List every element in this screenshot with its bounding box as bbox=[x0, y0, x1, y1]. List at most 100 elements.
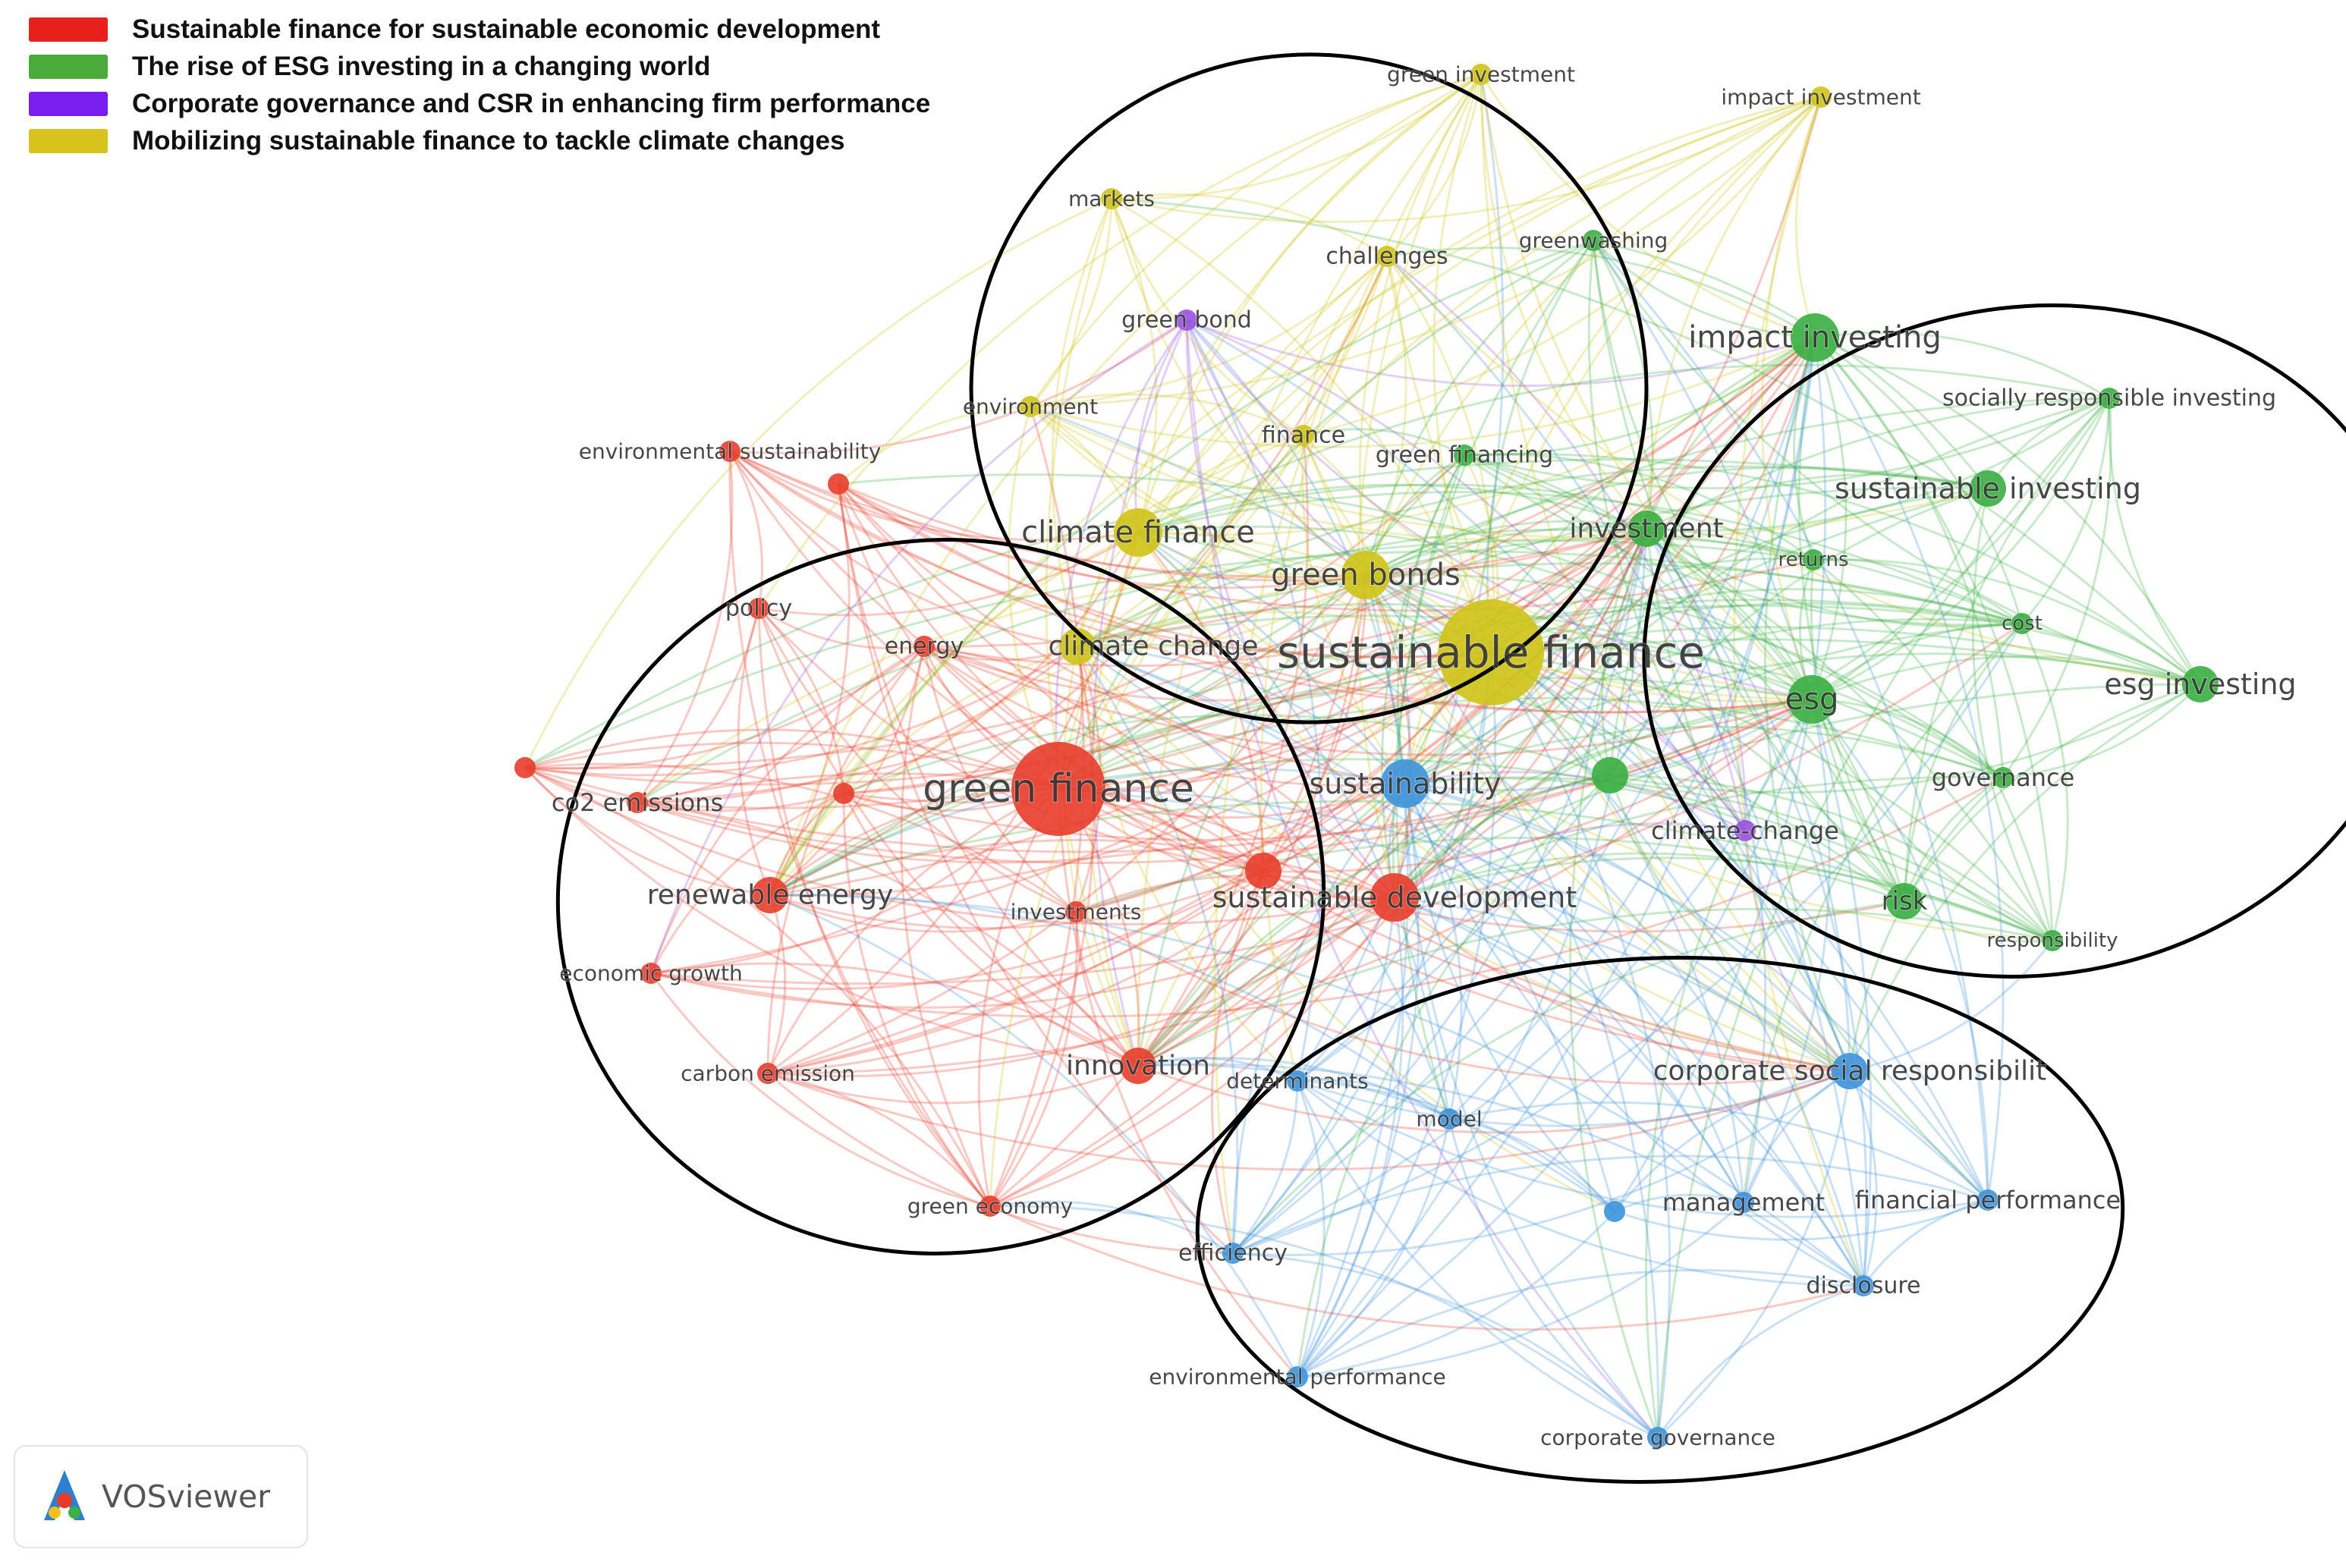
node-socially-responsible-investing[interactable] bbox=[2099, 388, 2120, 409]
node-red-unlabeled-2[interactable] bbox=[514, 757, 536, 778]
network-edge bbox=[1301, 435, 1407, 784]
node-green-economy[interactable] bbox=[980, 1196, 1001, 1217]
network-edge bbox=[1296, 1080, 1659, 1439]
network-edge bbox=[769, 73, 1482, 896]
node-green-investment[interactable] bbox=[1470, 64, 1492, 85]
node-policy[interactable] bbox=[748, 598, 769, 619]
node-investment[interactable] bbox=[1628, 511, 1665, 547]
node-green-finance[interactable] bbox=[1011, 742, 1105, 836]
node-impact-investing[interactable] bbox=[1791, 313, 1839, 362]
network-edge bbox=[1137, 683, 2201, 1067]
network-edge bbox=[1448, 337, 1816, 1120]
node-esg-investing[interactable] bbox=[2182, 666, 2219, 702]
network-edge bbox=[2108, 397, 2202, 685]
network-edge bbox=[1480, 74, 1813, 701]
network-edge bbox=[1365, 520, 1647, 577]
node-challenges[interactable] bbox=[1376, 246, 1398, 267]
node-innovation[interactable] bbox=[1120, 1048, 1156, 1084]
node-sustainability[interactable] bbox=[1381, 759, 1429, 808]
node-returns[interactable] bbox=[1803, 549, 1824, 570]
node-green-financing[interactable] bbox=[1454, 445, 1475, 466]
node-blue-unlabeled-1[interactable] bbox=[1604, 1201, 1625, 1222]
node-climate-finance[interactable] bbox=[1114, 508, 1162, 557]
node-green-unlabeled-1[interactable] bbox=[1592, 757, 1628, 793]
network-edge bbox=[1903, 397, 2111, 902]
node-risk[interactable] bbox=[1886, 883, 1923, 919]
network-edge bbox=[769, 894, 1299, 1378]
node-co2-emissions[interactable] bbox=[627, 792, 648, 813]
node-green-bonds[interactable] bbox=[1341, 551, 1390, 599]
node-red-unlabeled-3[interactable] bbox=[833, 783, 854, 804]
node-cost[interactable] bbox=[2011, 613, 2033, 634]
network-edge bbox=[524, 645, 1078, 777]
network-edge bbox=[1903, 776, 2004, 902]
network-edge bbox=[1592, 240, 1813, 701]
network-edge bbox=[1385, 256, 1495, 653]
node-red-unlabeled-1[interactable] bbox=[828, 473, 849, 495]
network-edge bbox=[1645, 96, 1822, 529]
node-energy[interactable] bbox=[914, 636, 935, 657]
network-edge bbox=[1813, 337, 2054, 941]
network-edge bbox=[637, 608, 760, 804]
legend-item: The rise of ESG investing in a changing … bbox=[29, 48, 930, 85]
node-climate-change[interactable] bbox=[1059, 628, 1096, 665]
network-edge bbox=[1645, 528, 1868, 1287]
node-environment[interactable] bbox=[1020, 396, 1041, 417]
network-edge bbox=[1030, 405, 1647, 542]
node-impact-investment[interactable] bbox=[1810, 86, 1832, 108]
node-disclosure[interactable] bbox=[1853, 1275, 1874, 1296]
node-investments[interactable] bbox=[1065, 901, 1087, 922]
node-sustainable-development[interactable] bbox=[1370, 873, 1419, 922]
network-edge bbox=[1058, 626, 2201, 790]
network-edge bbox=[1592, 239, 1989, 1201]
network-edge bbox=[989, 1205, 1659, 1439]
node-management[interactable] bbox=[1733, 1192, 1754, 1213]
network-edge bbox=[728, 451, 1851, 1073]
node-model[interactable] bbox=[1439, 1108, 1460, 1130]
network-edge bbox=[1490, 646, 2004, 779]
node-finance[interactable] bbox=[1293, 425, 1314, 446]
network-edge bbox=[767, 1070, 1851, 1171]
network-edge bbox=[1076, 646, 1299, 1083]
network-edge bbox=[843, 698, 1813, 841]
node-responsibility[interactable] bbox=[2042, 930, 2063, 951]
network-edge bbox=[1137, 1064, 1615, 1213]
node-climate-change-2[interactable] bbox=[1734, 820, 1756, 841]
node-corporate-social-responsibility[interactable] bbox=[1832, 1053, 1868, 1089]
node-sustainable-finance[interactable] bbox=[1438, 599, 1544, 705]
node-esg[interactable] bbox=[1788, 675, 1836, 724]
node-label-impact-investing: impact investing bbox=[1688, 320, 1942, 355]
legend: Sustainable finance for sustainable econ… bbox=[29, 11, 930, 159]
node-efficiency[interactable] bbox=[1222, 1243, 1244, 1264]
network-edge bbox=[1646, 397, 2110, 533]
network-edge bbox=[729, 450, 1139, 542]
node-environmental-performance[interactable] bbox=[1287, 1366, 1308, 1387]
network-edge bbox=[1137, 783, 1407, 1067]
network-edge bbox=[838, 482, 1492, 658]
network-edge bbox=[1297, 337, 1816, 1083]
node-governance[interactable] bbox=[1992, 767, 2014, 788]
network-edge bbox=[1364, 256, 1407, 576]
network-edge bbox=[1489, 651, 1745, 1203]
node-renewable-energy[interactable] bbox=[752, 877, 788, 913]
node-greenwashing[interactable] bbox=[1583, 230, 1604, 251]
network-edge bbox=[1646, 527, 2023, 628]
network-edge bbox=[1058, 651, 1492, 791]
node-label-renewable-energy: renewable energy bbox=[647, 880, 894, 911]
node-environmental-sustainability[interactable] bbox=[719, 441, 741, 462]
node-corporate-governance[interactable] bbox=[1647, 1427, 1668, 1448]
network-edge bbox=[989, 646, 1095, 1207]
node-green-bond[interactable] bbox=[1176, 310, 1197, 331]
node-markets[interactable] bbox=[1101, 188, 1122, 209]
network-edge bbox=[989, 652, 1492, 1208]
node-sustainable-investing[interactable] bbox=[1970, 470, 2006, 507]
node-carbon-emission[interactable] bbox=[757, 1063, 778, 1084]
network-edge bbox=[728, 451, 1264, 872]
network-edge bbox=[1137, 1064, 1851, 1134]
network-edge bbox=[1030, 405, 1989, 1201]
node-determinants[interactable] bbox=[1287, 1070, 1308, 1092]
node-red-unlabeled-4[interactable] bbox=[1245, 853, 1281, 889]
node-economic-growth[interactable] bbox=[640, 963, 662, 984]
network-edge bbox=[1296, 574, 1409, 1378]
node-financial-performance[interactable] bbox=[1977, 1189, 1999, 1211]
